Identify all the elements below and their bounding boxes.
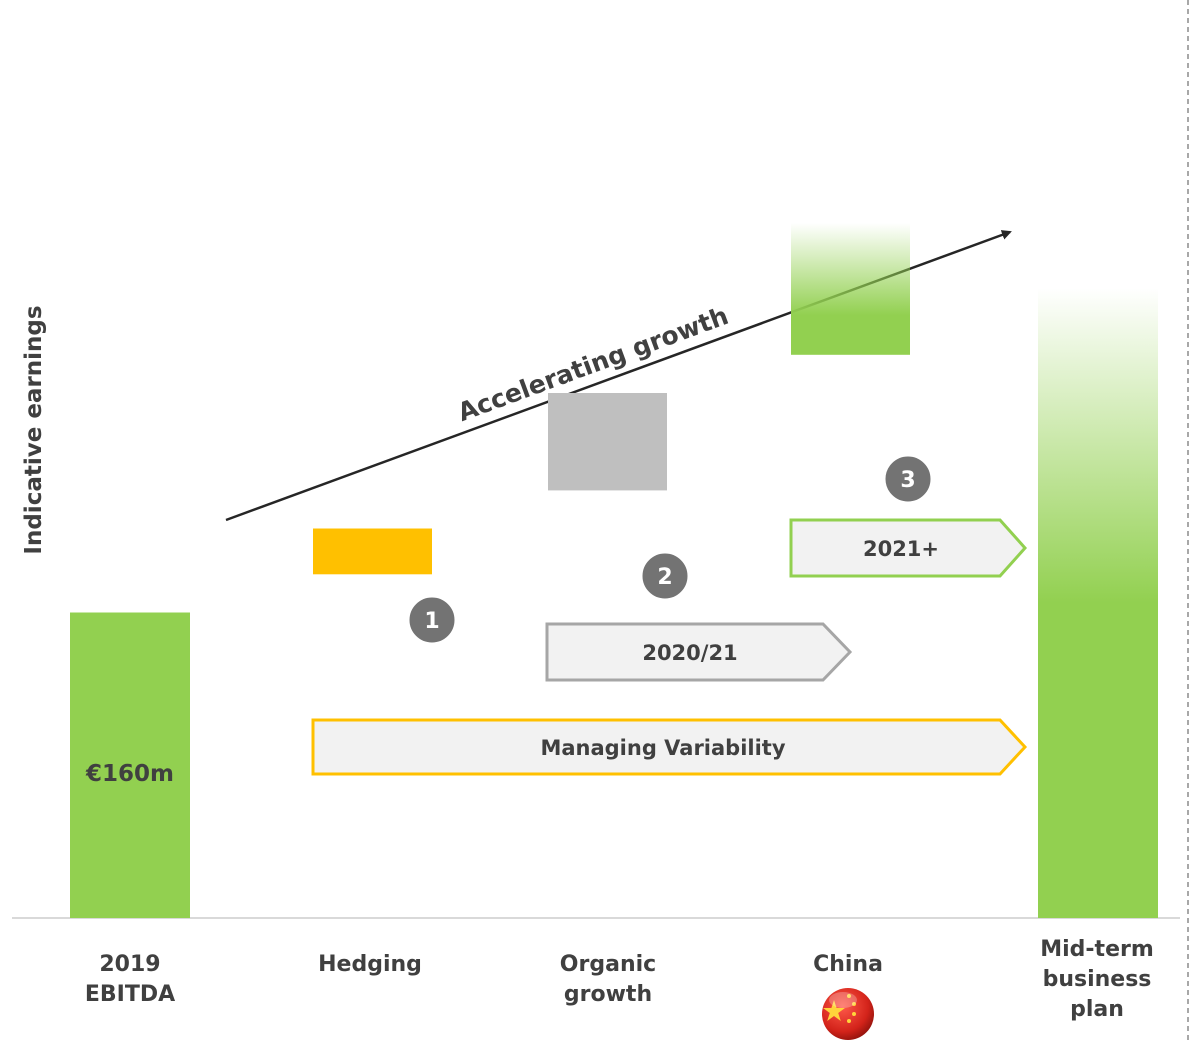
category-label-line: business — [1042, 967, 1152, 992]
category-label-line: China — [813, 952, 883, 977]
marker-1-label: 1 — [424, 609, 439, 634]
category-label-line: Mid-term — [1040, 937, 1154, 962]
category-label-line: Hedging — [318, 952, 422, 977]
marker-3-label: 3 — [900, 468, 915, 493]
marker-1-badge: 1 — [406, 594, 458, 646]
bar-organic-growth — [548, 393, 667, 491]
timeline-arrow-managing-variability: Managing Variability — [311, 718, 1028, 776]
timeline-2021-plus-label: 2021+ — [863, 537, 939, 561]
category-label-organic-growth: Organic growth — [508, 950, 708, 1010]
marker-2-badge: 2 — [639, 550, 691, 602]
timeline-arrow-2021-plus: 2021+ — [789, 518, 1028, 578]
managing-variability-label: Managing Variability — [540, 736, 785, 760]
category-label-mid-term-business-plan: Mid-term business plan — [997, 935, 1194, 1025]
marker-2-label: 2 — [657, 565, 672, 590]
china-flag-icon — [822, 988, 874, 1040]
bar-2019-ebitda-data-label: €160m — [85, 761, 174, 787]
timeline-arrow-2020-21: 2020/21 — [545, 622, 853, 682]
category-label-line: Organic — [559, 952, 657, 977]
timeline-2020-21-label: 2020/21 — [642, 641, 737, 665]
category-label-line: plan — [1070, 997, 1124, 1022]
category-label-line: EBITDA — [84, 982, 176, 1007]
category-label-line: growth — [563, 982, 653, 1007]
marker-3-badge: 3 — [882, 453, 934, 505]
category-label-china: China — [748, 950, 948, 980]
bar-mid-term-business-plan — [1038, 288, 1158, 918]
category-label-line: 2019 — [99, 952, 161, 977]
bar-hedging — [313, 528, 432, 575]
bar-2019-ebitda — [70, 612, 190, 918]
bar-china — [791, 223, 910, 355]
category-label-hedging: Hedging — [270, 950, 470, 980]
y-axis-label: Indicative earnings — [21, 305, 47, 555]
